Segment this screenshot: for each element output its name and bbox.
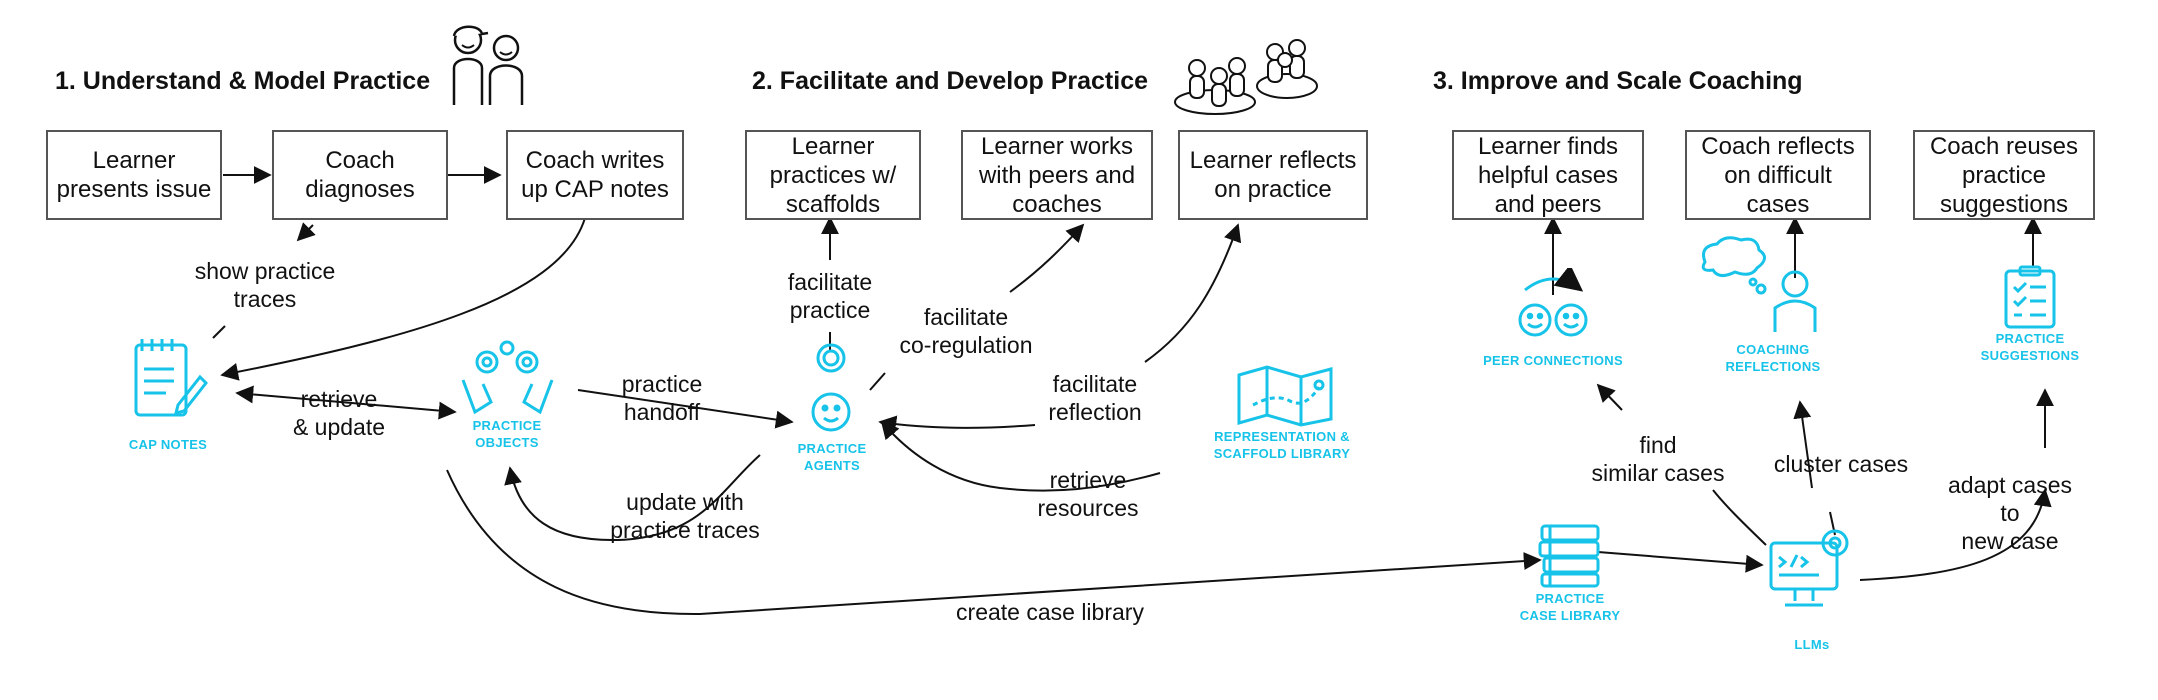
label-cluster-cases: cluster cases bbox=[1773, 451, 1909, 477]
component-practice-suggestions: PRACTICE SUGGESTIONS bbox=[1980, 331, 2080, 363]
edge-resources-in bbox=[880, 420, 1161, 492]
books-icon bbox=[1538, 524, 1600, 588]
label-update-traces: update with practice traces bbox=[610, 489, 760, 543]
label-create-case-library: create case library bbox=[956, 599, 1144, 625]
component-peer-connections: PEER CONNECTIONS bbox=[1483, 353, 1623, 368]
edge-traces-from-notes bbox=[212, 325, 226, 339]
component-practice-case-library: PRACTICE CASE LIBRARY bbox=[1519, 591, 1621, 623]
section-title-3: 3. Improve and Scale Coaching bbox=[1433, 67, 1803, 95]
box-coach-diagnoses: Coach diagnoses bbox=[272, 130, 448, 220]
edge-reflection-in bbox=[878, 415, 1036, 434]
label-adapt-cases: adapt cases to new case bbox=[1947, 472, 2073, 554]
notepad-icon bbox=[134, 339, 209, 417]
edge-coreg-start bbox=[869, 372, 886, 391]
group-icon bbox=[1174, 39, 1318, 115]
box-learner-practices: Learner practices w/ scaffolds bbox=[745, 130, 921, 220]
computer-gear-icon bbox=[1769, 529, 1849, 607]
section-title-2: 2. Facilitate and Develop Practice bbox=[752, 67, 1148, 95]
component-rep-scaffold: REPRESENTATION & SCAFFOLD LIBRARY bbox=[1213, 429, 1351, 461]
edge-similar-cases bbox=[1712, 489, 1767, 546]
label-show-traces: show practice traces bbox=[194, 258, 336, 312]
box-learner-finds: Learner finds helpful cases and peers bbox=[1452, 130, 1644, 220]
box-coach-writes: Coach writes up CAP notes bbox=[506, 130, 684, 220]
thinking-person-icon bbox=[1701, 236, 1817, 332]
component-llms: LLMs bbox=[1794, 637, 1830, 652]
clipboard-checklist-icon bbox=[2004, 265, 2056, 329]
peer-faces-icon bbox=[1518, 268, 1588, 337]
component-practice-agents: PRACTICE AGENTS bbox=[797, 441, 867, 473]
label-practice-handoff: practice handoff bbox=[621, 371, 703, 425]
edge-similar-up bbox=[1596, 383, 1623, 411]
edge-cluster-up bbox=[1793, 400, 1813, 489]
label-find-similar: find similar cases bbox=[1591, 432, 1725, 486]
two-people-icon bbox=[452, 25, 524, 105]
gears-hands-icon bbox=[461, 340, 554, 415]
box-learner-presents: Learner presents issue bbox=[46, 130, 222, 220]
box-learner-works: Learner works with peers and coaches bbox=[961, 130, 1153, 220]
edge-agents-objects bbox=[504, 454, 761, 542]
label-facilitate-practice: facilitate practice bbox=[787, 269, 873, 323]
box-learner-reflects: Learner reflects on practice bbox=[1178, 130, 1368, 220]
edge-create-library bbox=[446, 469, 1542, 616]
component-cap-notes: CAP NOTES bbox=[128, 437, 208, 452]
label-facilitate-reflection: facilitate reflection bbox=[1048, 371, 1142, 425]
edge-writes-notes bbox=[220, 217, 586, 381]
box-coach-reflects: Coach reflects on difficult cases bbox=[1685, 130, 1871, 220]
edge-coreg bbox=[1009, 223, 1085, 293]
edge-notes-objects bbox=[235, 385, 457, 420]
section-title-1: 1. Understand & Model Practice bbox=[55, 67, 431, 95]
map-icon bbox=[1237, 365, 1333, 427]
component-practice-objects: PRACTICE OBJECTS bbox=[472, 418, 542, 450]
component-coaching-reflections: COACHING REFLECTIONS bbox=[1725, 342, 1821, 374]
edge-objects-agents bbox=[577, 389, 794, 429]
label-retrieve-resources: retrieve resources bbox=[1037, 467, 1139, 521]
edge-adapt bbox=[1859, 488, 2052, 581]
label-facilitate-coreg: facilitate co-regulation bbox=[899, 304, 1033, 358]
edge-reflection-up bbox=[1144, 223, 1242, 363]
box-coach-reuses: Coach reuses practice suggestions bbox=[1913, 130, 2095, 220]
label-retrieve-update: retrieve & update bbox=[292, 386, 386, 440]
edge-library-llms bbox=[1597, 551, 1764, 573]
edge-traces-diagnoses bbox=[296, 222, 316, 242]
agent-icon bbox=[811, 343, 851, 432]
